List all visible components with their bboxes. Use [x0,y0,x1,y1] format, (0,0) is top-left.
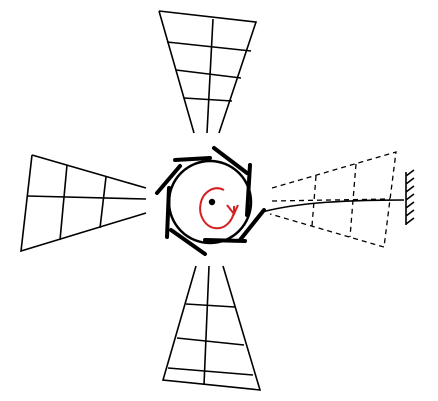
blade-top-left-edge [158,10,195,134]
hub-ratchet-teeth [155,146,266,256]
blade-bottom-grid-h2 [176,337,245,346]
rotation-arrow [199,187,239,230]
rotation-arrowhead [226,204,239,216]
blade-left-grid-h [26,195,147,200]
blade-right-grid-h [271,198,391,202]
blade-top-grid-h3 [183,97,233,102]
blade-top-grid-v [206,18,214,134]
blade-bottom [161,265,262,391]
blade-top [158,10,258,134]
blade-left-grid-v1 [59,164,68,241]
blade-bottom-grid-v [203,265,210,386]
blade-top-grid-h2 [175,69,242,79]
blade-left-outline [20,154,147,253]
blade-top-grid-h1 [166,41,252,52]
fixed-wall-support [405,169,415,225]
blade-right-outline [269,151,397,248]
hub [155,146,266,256]
hub-center-dot [208,198,216,206]
blade-left [20,154,147,253]
blade-right-grid-v1 [311,175,317,227]
blade-bottom-grid-h1 [185,303,236,308]
blade-bottom-grid-h3 [167,367,254,376]
blade-top-outline [158,10,258,134]
flex-beam [261,199,405,213]
blade-left-top-edge [31,154,147,189]
blade-bottom-outline [161,265,262,391]
blade-left-grid-v2 [99,176,107,229]
